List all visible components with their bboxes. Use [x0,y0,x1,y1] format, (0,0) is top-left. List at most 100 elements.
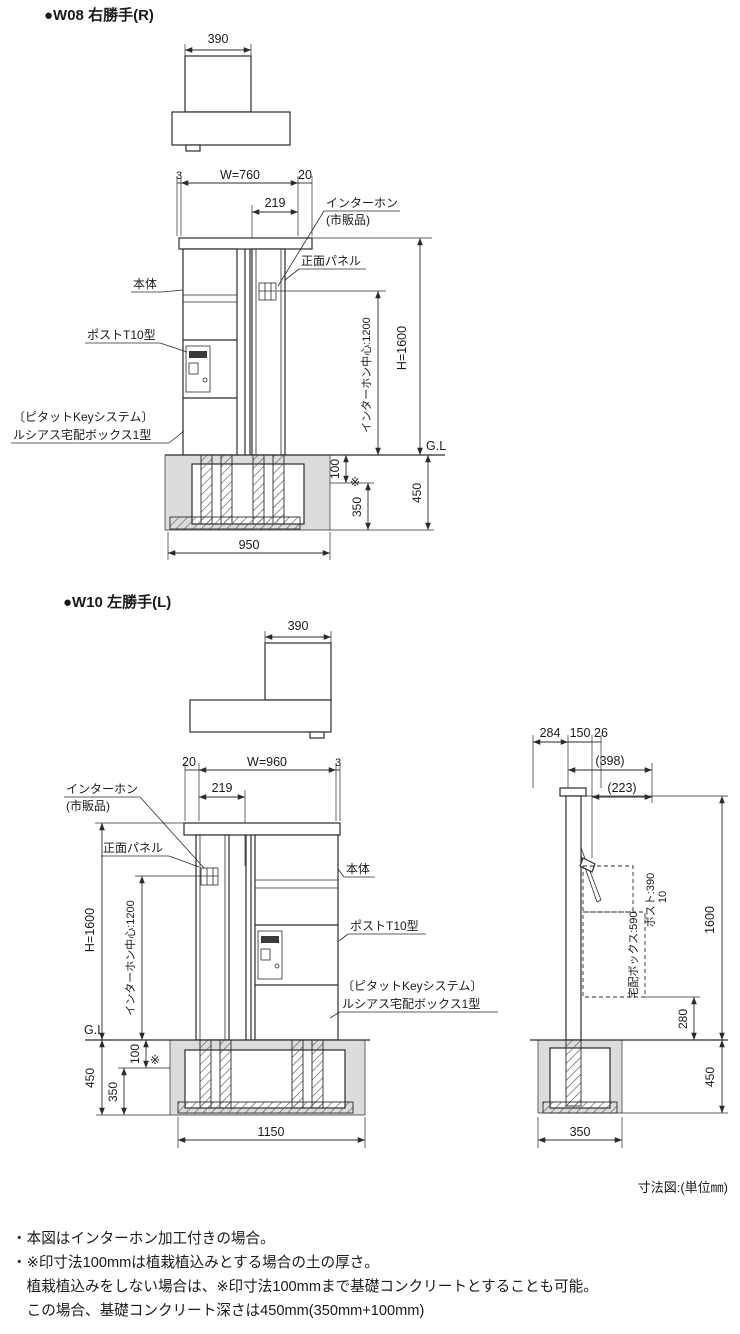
w10-post-door [257,930,283,980]
w10-front-elevation: 20 W=960 3 219 [64,755,498,1148]
footer: 寸法図:(単位㎜) ・本図はインターホン加工付きの場合。 ・※印寸法100mmは… [12,1180,728,1319]
w08-front-elevation: 3 W=760 20 219 [11,168,446,560]
w10-label-delivery-2: ルシアス宅配ボックス1型 [342,996,480,1011]
note-line: ・※印寸法100mmは植栽植込みとする場合の土の厚さ。 [12,1254,379,1271]
w08-plan-panel [171,111,291,146]
side-dim-398: (398) [595,754,624,768]
note-line: 植栽植込みをしない場合は、※印寸法100mmまで基礎コンクリートとすることも可能… [12,1278,598,1295]
w08-post-lock [188,362,199,375]
w10-top-dimensions: 20 W=960 3 219 [182,755,341,866]
side-dim-height: 1600 [703,906,717,934]
w08-dim-left: 3 [176,170,182,182]
w10-dim-offset: 219 [212,781,233,795]
w08-knob [202,377,208,383]
note-line: この場合、基礎コンクリート深さは450mm(350mm+100mm) [12,1302,424,1319]
w08-part-labels: インターホン (市販品) 正面パネル 本体 ポストT10型 〔ピタットKeyシス… [11,196,400,444]
w10-top-cap [183,822,341,836]
w10-title: ●W10 左勝手(L) [63,593,171,611]
w08-dim-base-width: 950 [239,538,260,552]
w08-plan-foot [185,144,201,152]
w08-dim-width: W=760 [220,168,260,182]
w08-dim-right: 20 [298,168,312,182]
w10-plan-foot [309,731,325,739]
side-dim-10: 10 [657,891,669,903]
w08-plan-view: 390 [171,32,291,152]
w08-top-dimensions: 3 W=760 20 219 [176,168,313,280]
w08-title: ●W08 右勝手(R) [44,6,154,24]
side-box-depth-label: 宅配ボックス:590 [626,911,640,998]
w10-label-delivery-1: 〔ピタットKeyシステム〕 [342,979,482,993]
w10-gravel [177,1101,354,1114]
w08-dim-total-depth: 450 [410,483,424,503]
w10-plan-width-dim: 390 [288,619,309,633]
w08-label-delivery-2: ルシアス宅配ボックス1型 [13,427,151,442]
w08-dim-soil-mark: ※ [350,475,360,489]
side-dim-284: 284 [540,726,561,740]
w10-dim-total-depth: 450 [83,1068,97,1088]
w08-label-intercom-2: (市販品) [326,212,370,227]
w08-top-cap [178,237,313,250]
w08-ground: G.L [164,439,446,531]
side-view: 284 150 26 (398) (223) ポスト:390 [530,726,728,1148]
w10-plan-panel [189,699,332,733]
side-dim-150: 150 [570,726,591,740]
w08-gl-label: G.L [426,439,446,453]
w10-dim-height: H=1600 [83,908,97,952]
w10-structure [183,822,341,1041]
side-deliverybox-outline [582,911,646,998]
side-dim-280: 280 [676,1009,690,1029]
w08-structure [178,237,313,456]
w10-dim-right: 3 [335,757,341,769]
w10-label-front-panel: 正面パネル [103,841,163,855]
w10-side-dimensions: H=1600 インターホン中心:1200 450 350 100 ※ 1150 [83,822,366,1148]
w10-label-intercom: インターホン [66,782,138,796]
w10-intercom-unit [200,867,219,886]
w08-plan-pillar [184,55,252,113]
side-intercom-bracket [579,857,596,873]
w10-ground: G.L [84,1023,370,1116]
side-ground [530,1039,728,1114]
side-post [565,795,582,1041]
w08-label-body: 本体 [133,277,157,291]
w10-dim-soil-mark: ※ [150,1053,160,1067]
side-dim-223: (223) [607,781,636,795]
side-structure: ポスト:390 宅配ボックス:590 10 [559,787,669,1041]
w10-post-lock [260,948,271,961]
w10-dim-base-width: 1150 [258,1125,285,1139]
w10-section: ●W10 左勝手(L) 390 20 W=960 3 [63,593,498,1148]
side-post-cap [559,787,587,797]
w08-dim-footing: 350 [350,497,364,517]
side-dim-base-width: 350 [570,1125,591,1139]
w10-gl-label: G.L [84,1023,104,1037]
side-dim-26: 26 [594,726,608,740]
w10-dim-soil: 100 [128,1044,142,1064]
side-gravel [542,1101,618,1114]
side-dim-total-depth: 450 [703,1067,717,1087]
w08-label-delivery-1: 〔ピタットKeyシステム〕 [13,410,153,424]
side-post-depth-label: ポスト:390 [644,873,657,927]
w08-dim-soil: 100 [328,459,342,479]
note-line: ・本図はインターホン加工付きの場合。 [12,1230,275,1247]
drawing-caption: 寸法図:(単位㎜) [638,1180,728,1195]
side-top-dimensions: 284 150 26 (398) (223) [532,726,653,858]
w10-dim-intercom-center: インターホン中心:1200 [124,900,137,1016]
w10-dim-footing: 350 [106,1082,120,1102]
w08-post-slot [189,351,207,358]
w10-label-post: ポストT10型 [350,919,419,933]
w08-side-dimensions: H=1600 インターホン中心:1200 100 ※ 350 450 950 [167,237,434,560]
w08-label-front-panel: 正面パネル [301,254,361,268]
w10-label-body: 本体 [346,862,370,876]
w10-post-slot [261,936,279,943]
w10-knob [274,963,280,969]
w08-dim-intercom-center: インターホン中心:1200 [360,317,373,433]
w08-post-door [185,345,211,393]
w10-plan-view: 390 [189,619,332,739]
w08-dim-height: H=1600 [395,326,409,370]
w08-label-intercom: インターホン [326,196,398,210]
w08-dim-offset: 219 [265,196,286,210]
w08-section: ●W08 右勝手(R) 390 3 W=760 20 [11,6,446,560]
w08-gravel [169,516,301,530]
w08-label-post: ポストT10型 [87,328,156,342]
